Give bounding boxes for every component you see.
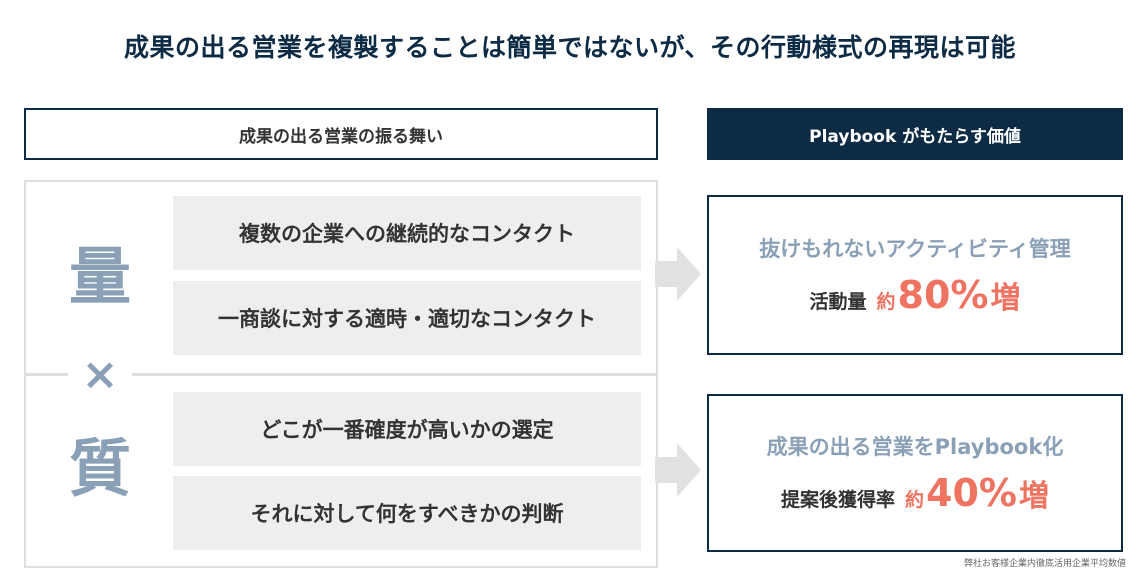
result-metric: 提案後獲得率 約 40% 増 [781,471,1049,515]
panel-divider [26,373,656,376]
quality-item: どこが一番確度が高いかの選定 [173,392,641,466]
multiply-icon: × [68,352,132,398]
arrow-right-icon [655,443,701,497]
footnote: 弊社お客様企業内徹底活用企業平均数値 [963,559,1126,569]
left-column-header: 成果の出る営業の振る舞い [24,108,658,160]
arrow-right-icon [655,247,701,301]
metric-unit: 増 [990,281,1021,316]
quality-item: それに対して何をすべきかの判断 [173,476,641,550]
quantity-item: 複数の企業への継続的なコンタクト [173,196,641,270]
result-card-win-rate: 成果の出る営業をPlaybook化 提案後獲得率 約 40% 増 [707,394,1123,552]
metric-label: 提案後獲得率 [781,489,896,511]
metric-label: 活動量 [809,291,867,313]
quality-label: 質 [68,432,131,505]
page-title: 成果の出る営業を複製することは簡単ではないが、その行動様式の再現は可能 [123,33,1016,62]
metric-approx: 約 [905,489,925,511]
result-heading: 成果の出る営業をPlaybook化 [766,435,1064,459]
metric-unit: 増 [1019,479,1049,514]
metric-value: 40% [926,471,1017,515]
quantity-label: 量 [68,240,131,313]
result-card-activity: 抜けもれないアクティビティ管理 活動量 約 80% 増 [707,195,1123,355]
right-column-header: Playbook がもたらす価値 [707,108,1123,160]
result-metric: 活動量 約 80% 増 [810,273,1021,317]
metric-value: 80% [897,273,989,317]
quantity-item: 一商談に対する適時・適切なコンタクト [173,281,641,355]
metric-approx: 約 [876,291,896,313]
result-heading: 抜けもれないアクティビティ管理 [759,237,1071,261]
